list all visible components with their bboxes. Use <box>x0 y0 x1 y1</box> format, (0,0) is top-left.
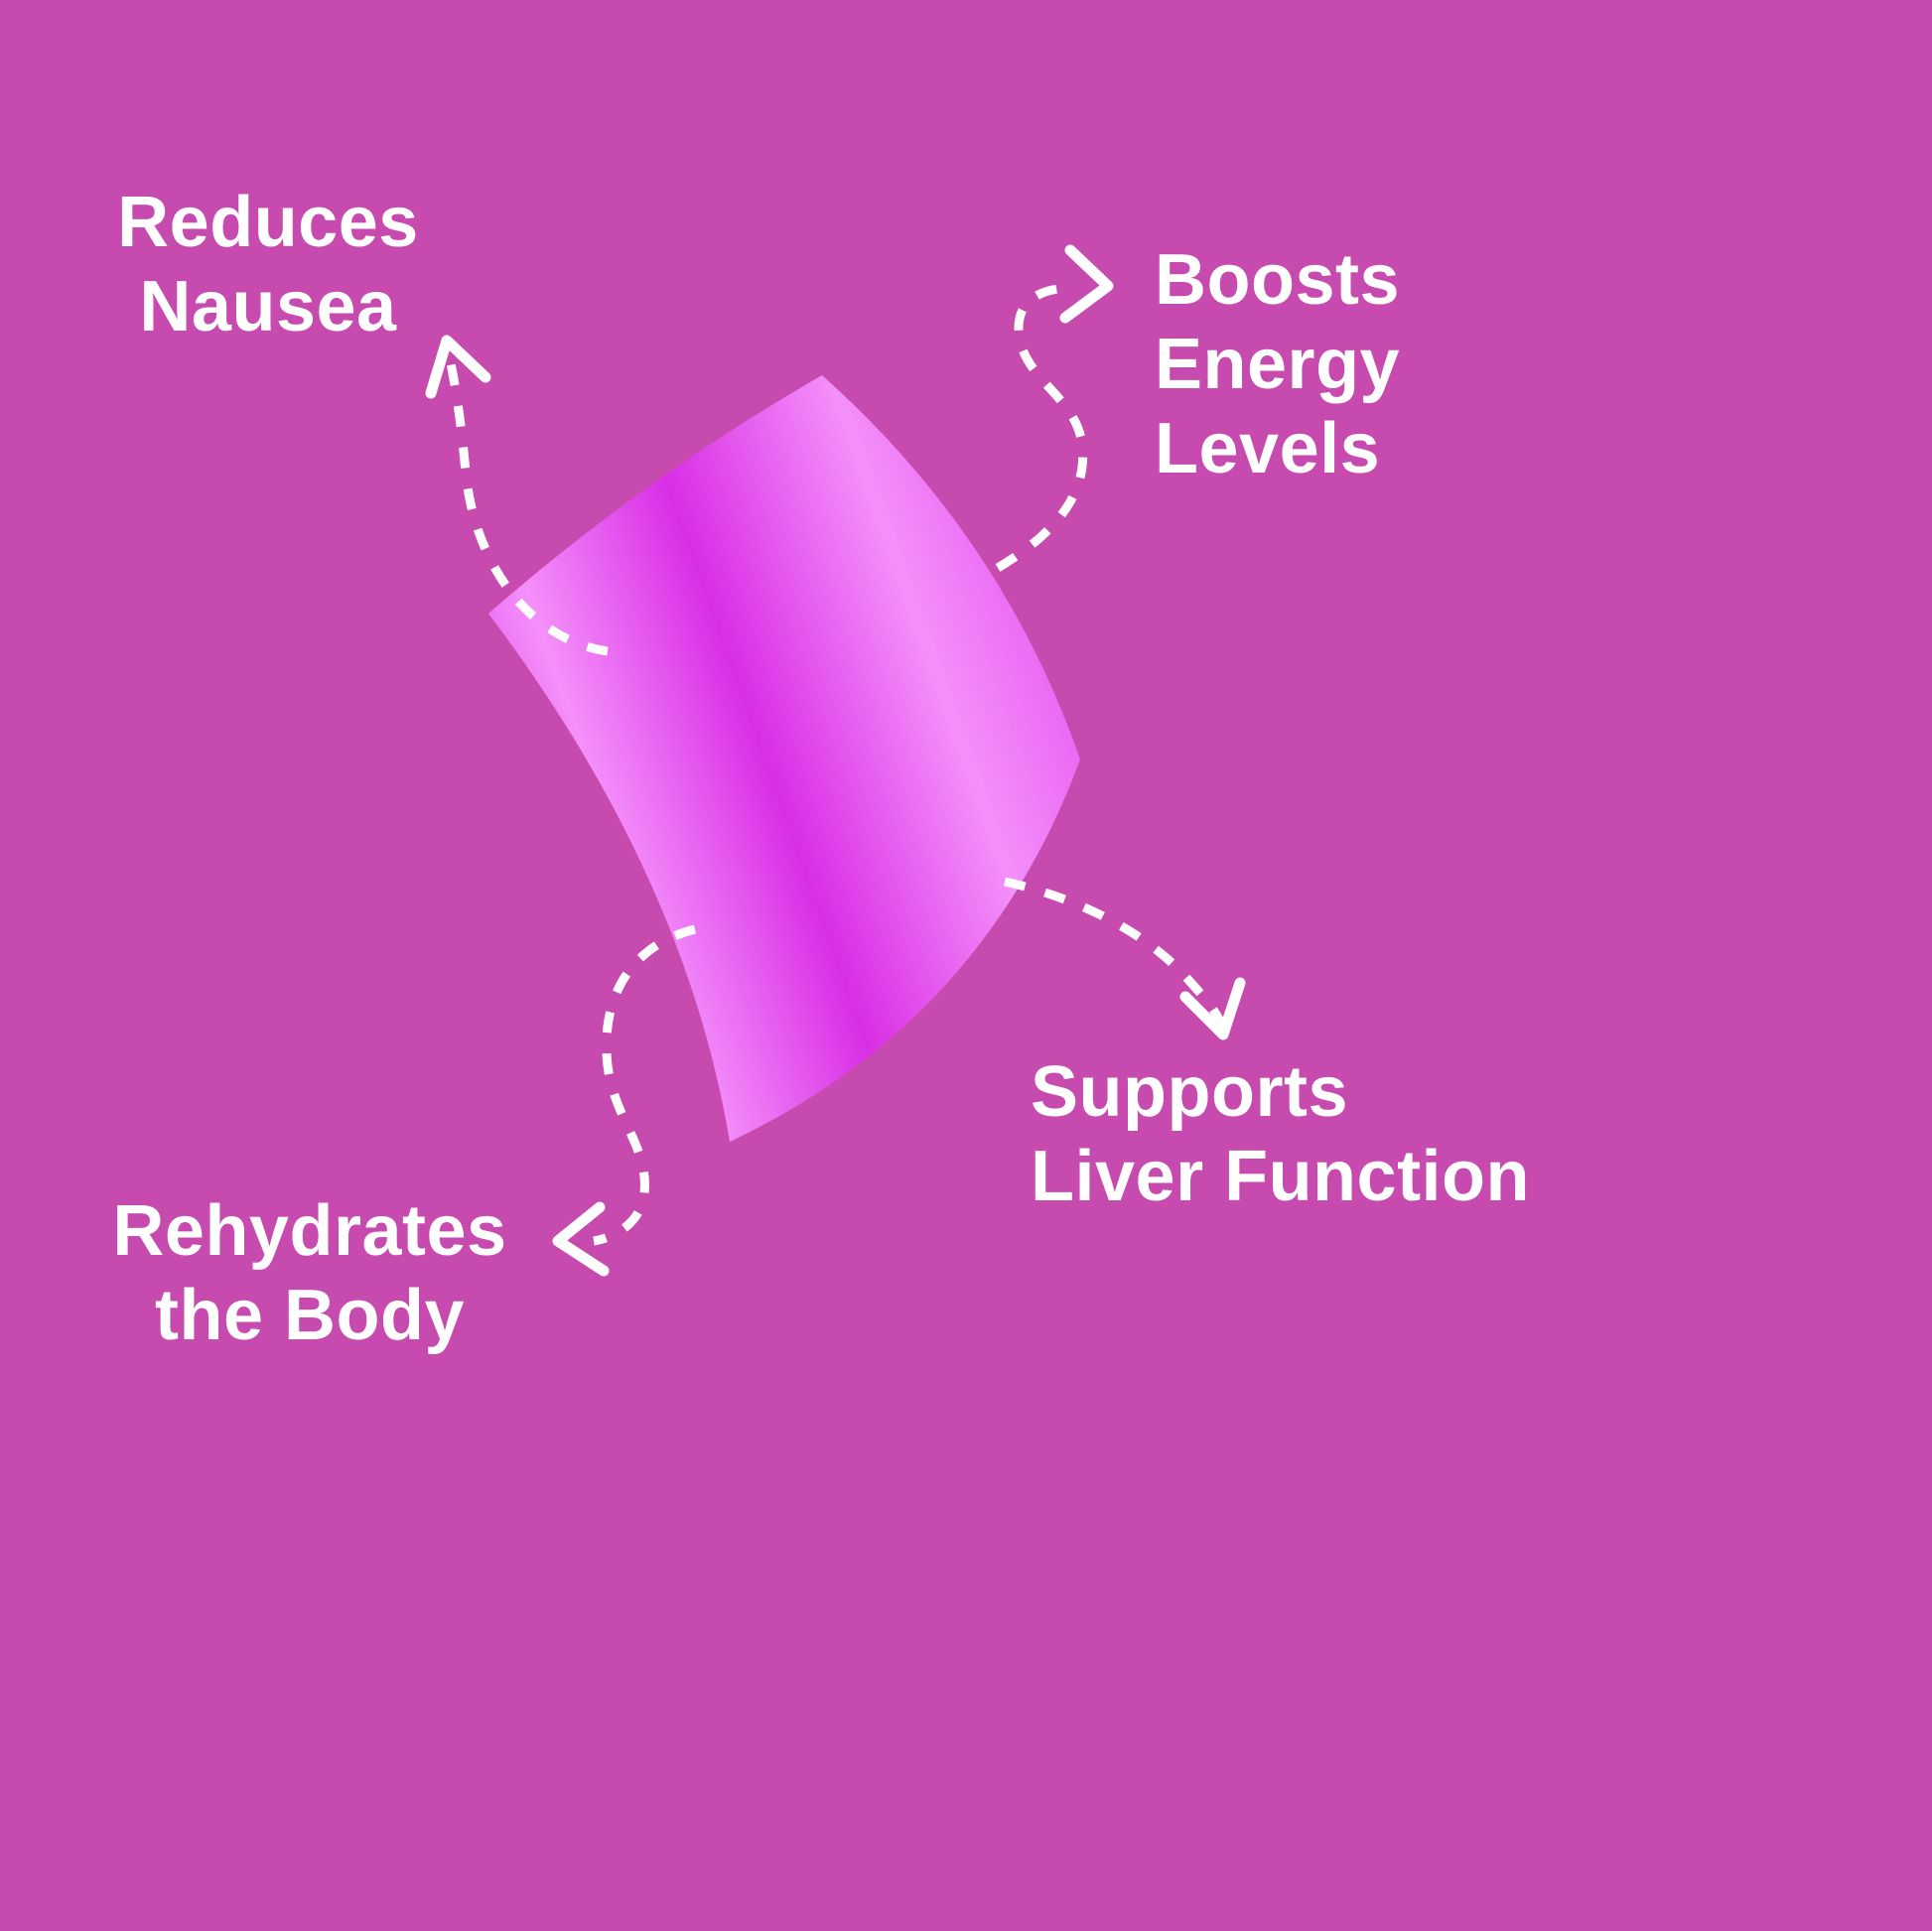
label-line: Levels <box>1155 408 1381 488</box>
central-shape <box>488 375 1080 1142</box>
arrowhead-supports-liver-icon <box>1179 977 1246 1040</box>
arrow-rehydrates-body <box>593 924 697 1246</box>
label-line: Liver Function <box>1031 1136 1531 1216</box>
label-rehydrates-the-body: Rehydrates the Body <box>62 1189 558 1358</box>
label-line: Reduces <box>117 183 419 262</box>
label-line: Nausea <box>139 266 397 346</box>
label-supports-liver-function: Supports Liver Function <box>1031 1050 1646 1219</box>
label-line: the Body <box>154 1275 465 1355</box>
arrowhead-boosts-energy-icon <box>1059 244 1114 324</box>
label-line: Rehydrates <box>112 1191 507 1271</box>
arrowhead-rehydrates-body-icon <box>552 1201 610 1277</box>
label-line: Energy <box>1155 324 1401 404</box>
arrowhead-reduces-nausea-icon <box>425 335 491 399</box>
arrow-reduces-nausea <box>443 348 609 656</box>
arrow-supports-liver <box>1004 877 1227 1029</box>
label-line: Supports <box>1031 1052 1348 1132</box>
label-boosts-energy-levels: Boosts Energy Levels <box>1155 238 1651 491</box>
label-reduces-nausea: Reduces Nausea <box>69 181 467 349</box>
label-line: Boosts <box>1155 240 1401 320</box>
